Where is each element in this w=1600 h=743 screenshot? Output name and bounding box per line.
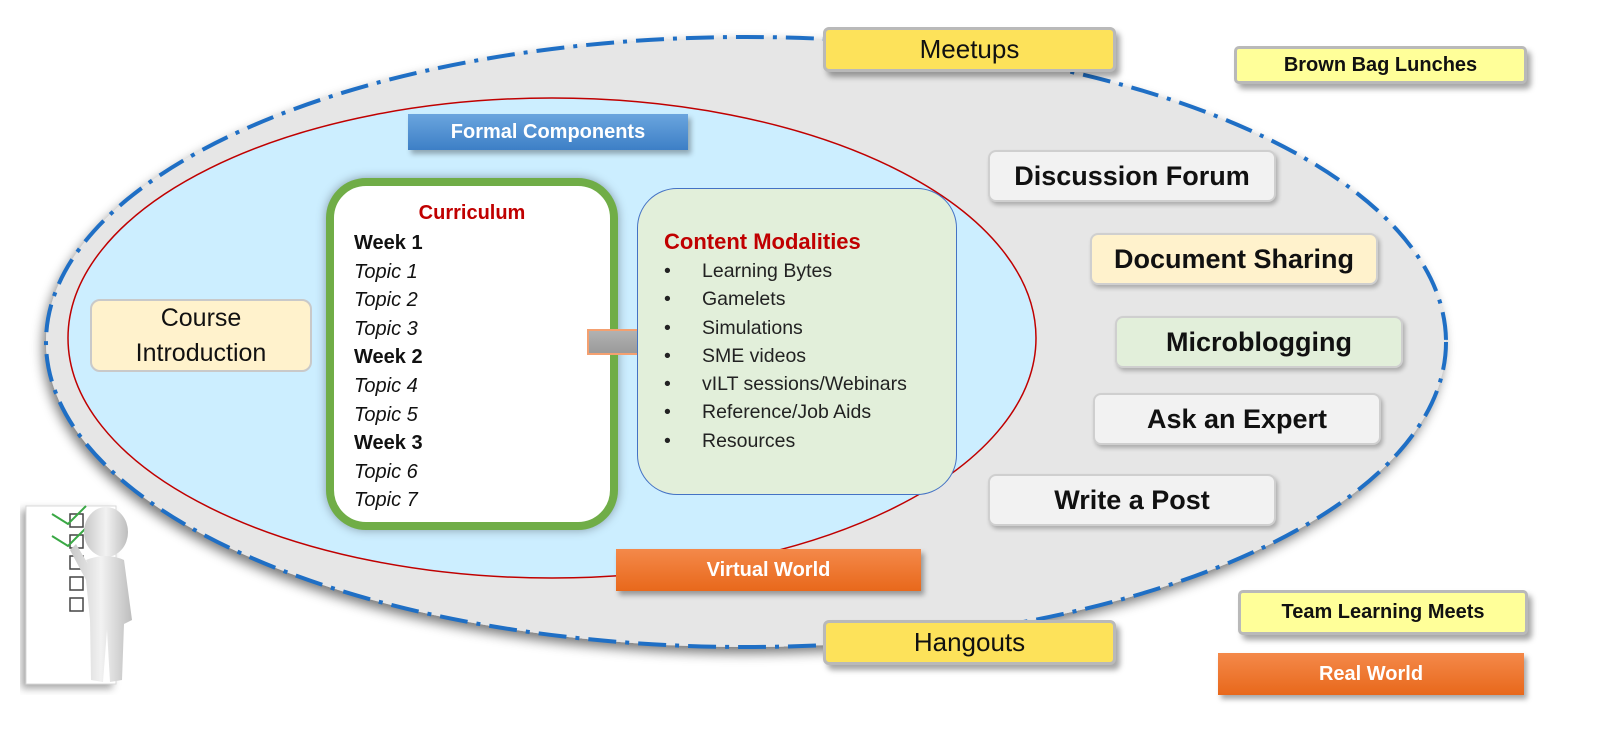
ask-an-expert-box: Ask an Expert: [1093, 393, 1381, 445]
content-modality-text: Learning Bytes: [702, 260, 833, 282]
content-modality-item: • Reference/Job Aids: [664, 398, 956, 426]
curriculum-topic: Topic 6: [354, 460, 418, 483]
real-world-text: Real World: [1318, 662, 1424, 685]
content-modality-item: • Simulations: [664, 314, 956, 342]
content-modalities-list: • Learning Bytes • Gamelets • Simulations • SME…: [664, 257, 956, 455]
write-a-post-box: Write a Post: [988, 474, 1276, 526]
bullet-icon: •: [664, 373, 671, 396]
content-modality-text: Reference/Job Aids: [702, 401, 872, 424]
formal-components-text: Formal Components: [450, 120, 646, 143]
hangouts-tag: Hangouts: [823, 620, 1116, 665]
brown-bag-lunches-tag: Brown Bag Lunches: [1234, 46, 1527, 84]
curriculum-topic: Topic 7: [354, 489, 418, 512]
content-modality-text: Gamelets: [702, 288, 786, 311]
hangouts-text: Hangouts: [913, 627, 1026, 657]
meetups-tag: Meetups: [823, 27, 1116, 72]
content-modalities-title: Content Modalities: [664, 229, 861, 254]
curriculum-topic: Topic 1: [354, 260, 418, 283]
person-checklist-icon: [25, 505, 132, 685]
content-modality-item: • Gamelets: [664, 285, 956, 313]
bullet-icon: •: [664, 344, 671, 367]
content-modalities-panel: Content Modalities • Learning Bytes • Gamel…: [637, 188, 957, 495]
curriculum-title: Curriculum: [418, 202, 526, 224]
bullet-icon: •: [664, 288, 671, 311]
bullet-icon: •: [664, 429, 671, 452]
team-learning-meets-tag: Team Learning Meets: [1238, 590, 1528, 635]
bullet-icon: •: [664, 316, 671, 339]
document-sharing-box: Document Sharing: [1090, 233, 1378, 285]
virtual-world-label: Virtual World: [616, 549, 921, 591]
content-modality-item: • Learning Bytes: [664, 257, 956, 285]
curriculum-topic: Topic 2: [354, 289, 418, 312]
curriculum-week: Week 1: [354, 232, 423, 254]
real-world-label: Real World: [1218, 653, 1524, 695]
content-modality-text: SME videos: [702, 344, 807, 367]
brown-bag-lunches-text: Brown Bag Lunches: [1283, 53, 1478, 76]
content-modality-text: Simulations: [702, 316, 803, 339]
discussion-forum-box: Discussion Forum: [988, 150, 1276, 202]
document-sharing-text: Document Sharing: [1113, 243, 1355, 274]
bullet-icon: •: [664, 260, 671, 282]
course-introduction-text: Course Introduction: [135, 303, 267, 367]
virtual-world-text: Virtual World: [706, 558, 831, 581]
content-modality-text: Resources: [702, 429, 796, 452]
content-modality-item: • Resources: [664, 427, 956, 455]
curriculum-week: Week 2: [354, 346, 423, 369]
course-introduction-box: Course Introduction: [90, 299, 312, 372]
curriculum-list: Week 1 Topic 1 Topic 2 Topic 3 Week 2 Topic 4…: [354, 229, 610, 515]
write-a-post-text: Write a Post: [1054, 484, 1210, 515]
curriculum-topic: Topic 5: [354, 403, 418, 426]
curriculum-topic: Topic 4: [354, 374, 418, 397]
microblogging-box: Microblogging: [1115, 316, 1403, 368]
team-learning-meets-text: Team Learning Meets: [1281, 601, 1485, 623]
curriculum-week: Week 3: [354, 432, 423, 455]
content-modality-text: vILT sessions/Webinars: [702, 373, 907, 396]
formal-components-label: Formal Components: [408, 114, 688, 150]
microblogging-text: Microblogging: [1166, 326, 1352, 357]
ask-an-expert-text: Ask an Expert: [1146, 403, 1328, 434]
curriculum-topic: Topic 3: [354, 317, 418, 340]
discussion-forum-text: Discussion Forum: [1014, 160, 1250, 191]
content-modality-item: • SME videos: [664, 342, 956, 370]
meetups-text: Meetups: [919, 34, 1020, 64]
bullet-icon: •: [664, 401, 671, 424]
content-modality-item: • vILT sessions/Webinars: [664, 370, 956, 398]
real-world-ellipse-border: [44, 35, 1448, 649]
